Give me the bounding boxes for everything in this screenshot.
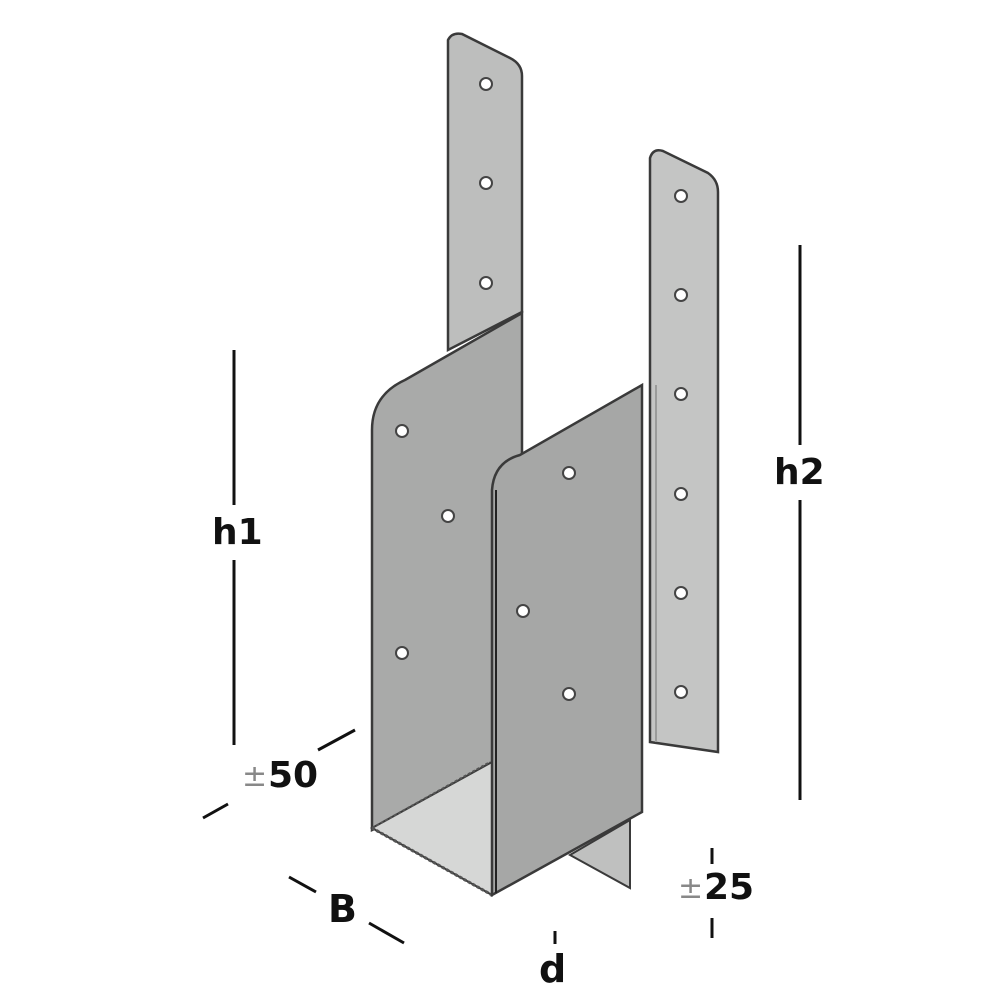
B-line-left [288,875,317,894]
B-line-right [368,921,405,945]
bolt-hole [395,646,409,660]
offset50-value: 50 [268,755,319,796]
bolt-hole [441,509,455,523]
rear-left-strap [446,32,524,353]
base-fin [567,818,631,890]
B-label: B [328,887,357,931]
bolt-hole [674,189,688,203]
d-label: d [539,947,567,991]
offset50-plusminus: ± [242,759,268,794]
bolt-hole [674,387,688,401]
offset25-value: 25 [704,867,755,908]
bolt-hole [562,687,576,701]
front-side-plate [490,382,644,898]
bolt-hole [674,586,688,600]
offset50-line-top [317,728,356,752]
bolt-hole [516,604,530,618]
offset50-line-bottom [202,802,229,820]
offset25-plusminus: ± [678,871,704,906]
bolt-hole [674,288,688,302]
bolt-hole [395,424,409,438]
bolt-hole [674,487,688,501]
bolt-hole [479,276,493,290]
h1-label: h1 [212,512,263,553]
bolt-hole [674,685,688,699]
h2-label: h2 [774,452,825,493]
bolt-hole [562,466,576,480]
bolt-hole [479,77,493,91]
right-strap [648,149,720,754]
bolt-hole [479,176,493,190]
dimension-lines [202,245,802,945]
